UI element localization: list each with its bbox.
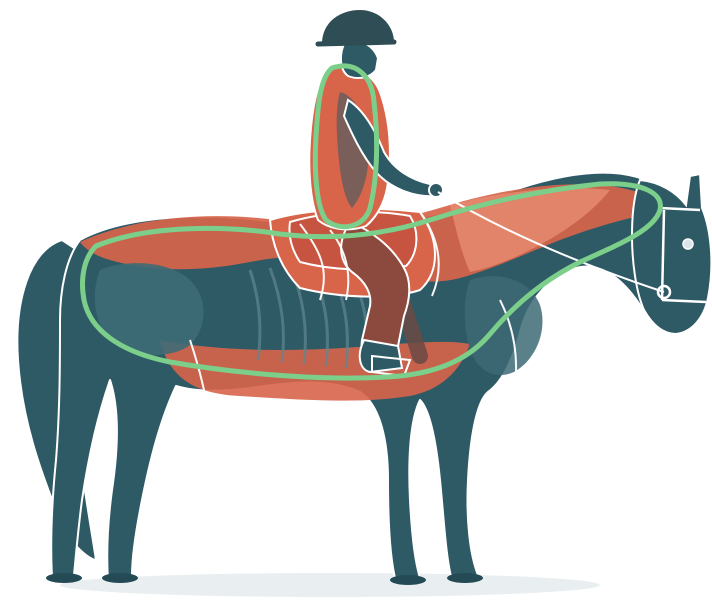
helmet-brim [318, 42, 394, 44]
ground-shadow [60, 573, 600, 597]
horse-eye-icon [683, 239, 693, 249]
riding-helmet-icon [322, 10, 394, 44]
horse-head [632, 174, 711, 334]
